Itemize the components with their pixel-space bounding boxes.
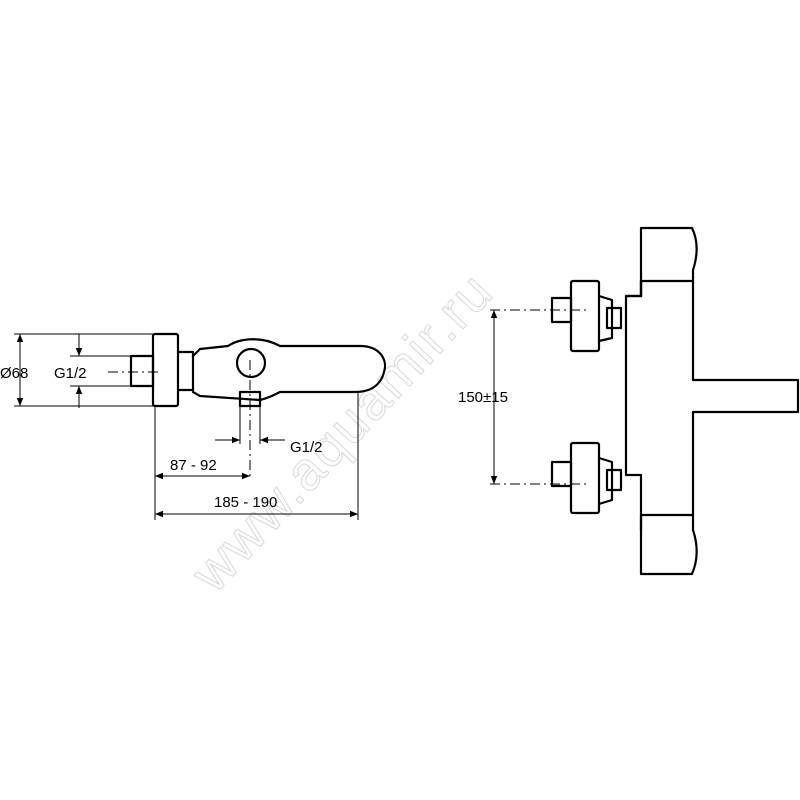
mixer-side-body <box>108 332 387 478</box>
dim-outlet-thread: G1/2 <box>215 406 323 456</box>
dim-total-length: 185 - 190 <box>155 392 359 520</box>
dim-outlet-thread-label: G1/2 <box>290 439 323 456</box>
front-view: 150±15 <box>458 226 800 576</box>
watermark-text: www.aquamir.ru <box>179 261 505 604</box>
dim-inlet-thread-label: G1/2 <box>54 365 87 382</box>
mixer-front-body <box>490 226 800 576</box>
dim-outlet-offset-label: 87 - 92 <box>170 457 217 474</box>
side-view: Ø68 G1/2 G1/2 87 - 92 185 - <box>0 332 387 520</box>
dim-inlet-spacing: 150±15 <box>458 310 508 484</box>
dim-diameter: Ø68 <box>0 333 160 407</box>
dim-total-length-label: 185 - 190 <box>214 494 277 511</box>
dim-inlet-spacing-label: 150±15 <box>458 389 508 406</box>
dim-diameter-label: Ø68 <box>0 365 28 382</box>
dim-inlet-thread: G1/2 <box>54 334 135 408</box>
dim-outlet-offset: 87 - 92 <box>154 406 250 520</box>
